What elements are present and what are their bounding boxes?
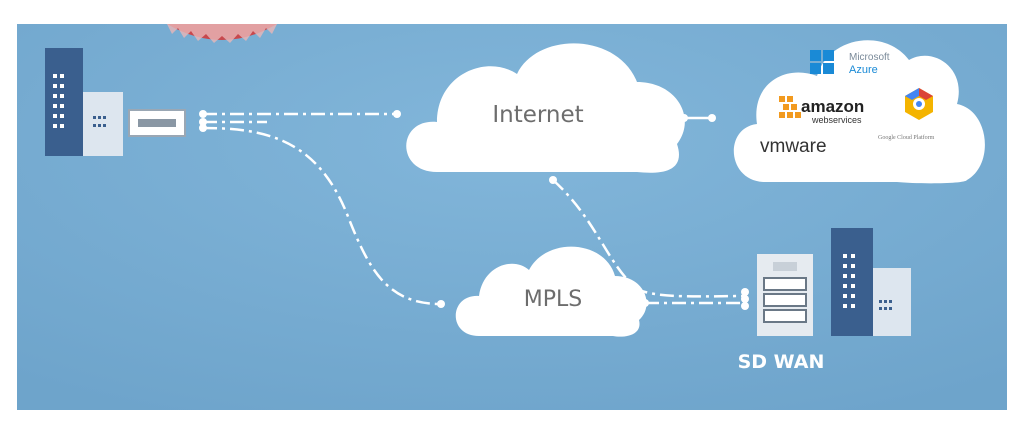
- cloud-providers-cloud-icon: [733, 40, 985, 184]
- mpls-cloud-icon: [455, 246, 647, 337]
- headquarters-building-icon: [831, 228, 911, 336]
- azure-text: Azure: [849, 64, 878, 76]
- network-diagram: Internet MPLS Microsoft Azure amazon web…: [17, 24, 1007, 410]
- branch-office-building-icon: [45, 48, 123, 156]
- sd-wan-server-icon: [757, 254, 813, 336]
- connector-lines: [202, 112, 746, 306]
- router-device-icon: [128, 109, 186, 137]
- amazon-text: amazon: [801, 97, 864, 116]
- microsoft-azure-logo: [810, 50, 834, 74]
- connector-endpoints: [199, 110, 749, 310]
- sd-wan-label: SD WAN: [738, 351, 825, 373]
- google-cloud-platform-icon: [905, 88, 933, 120]
- amazon-cubes-icon: [779, 96, 801, 118]
- internet-cloud-icon: [406, 43, 685, 173]
- webservices-text: webservices: [811, 115, 862, 125]
- microsoft-text: Microsoft: [849, 52, 890, 63]
- google-cloud-text: Google Cloud Platform: [878, 134, 935, 141]
- internet-label: Internet: [492, 102, 583, 128]
- vmware-text: vmware: [760, 136, 827, 157]
- badge-seal-icon: [167, 24, 277, 43]
- mpls-label: MPLS: [524, 287, 582, 312]
